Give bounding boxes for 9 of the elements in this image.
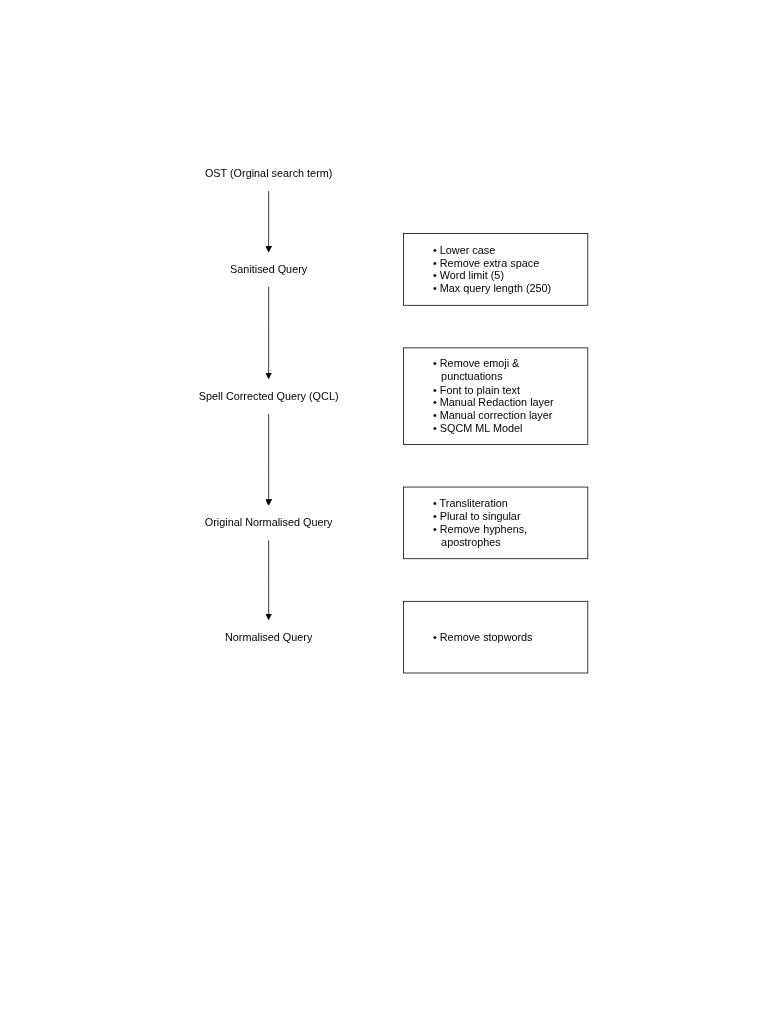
node-text: Spell Corrected Query (QCL) [198,389,339,402]
node-box: • Lower case • Remove extra space • Word limit (5) • Max query length (250) [403,233,589,306]
node-text: OST (Orginal search term) [204,167,333,180]
node-text: Sanitised Query [230,262,308,276]
node-text: Original Normalised Query [204,516,333,529]
node-text: Normalised Query [224,630,313,643]
node-box: • Remove stopwords [403,600,589,674]
node-box: • Remove emoji & punctuations • Font to plain text • Manual Redaction layer • Manual correction layer • SQCM ML Model [403,347,589,445]
node-box: • Transliteration • Plural to singular • Remove hyphens, apostrophes [403,486,589,560]
